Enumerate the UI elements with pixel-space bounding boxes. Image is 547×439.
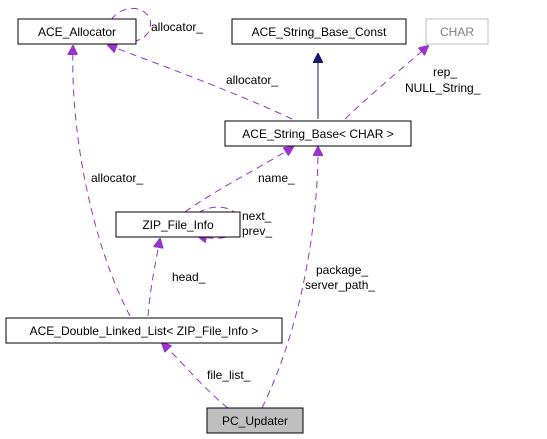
edge-stringbase-to-allocator — [108, 45, 293, 120]
node-pc-updater[interactable]: PC_Updater — [206, 407, 304, 434]
label-package: package_ — [316, 263, 368, 277]
label-rep: rep_ — [433, 65, 457, 79]
node-pc-updater-label: PC_Updater — [222, 414, 288, 428]
node-ace-allocator[interactable]: ACE_Allocator — [17, 18, 137, 45]
node-ace-double-linked-list[interactable]: ACE_Double_Linked_List< ZIP_File_Info > — [5, 317, 283, 344]
node-ace-string-base[interactable]: ACE_String_Base< CHAR > — [224, 120, 412, 147]
node-char-label: CHAR — [440, 25, 474, 39]
label-allocator-from-list: allocator_ — [91, 171, 143, 185]
label-prev: prev_ — [242, 224, 272, 238]
label-name: name_ — [258, 171, 295, 185]
node-ace-string-base-label: ACE_String_Base< CHAR > — [242, 127, 393, 141]
node-ace-double-linked-list-label: ACE_Double_Linked_List< ZIP_File_Info > — [30, 324, 259, 338]
label-allocator-self: allocator_ — [151, 20, 203, 34]
node-ace-allocator-label: ACE_Allocator — [38, 25, 116, 39]
label-server-path: server_path_ — [305, 278, 375, 292]
edge-pcupdater-to-stringbase — [261, 147, 318, 409]
node-zip-file-info-label: ZIP_File_Info — [142, 218, 214, 232]
node-zip-file-info[interactable]: ZIP_File_Info — [115, 211, 241, 238]
label-head: head_ — [172, 270, 206, 284]
label-file-list: file_list_ — [207, 368, 251, 382]
label-null-string: NULL_String_ — [405, 81, 481, 95]
node-ace-string-base-const[interactable]: ACE_String_Base_Const — [231, 18, 407, 45]
edge-zipinfo-to-stringbase — [184, 147, 293, 213]
node-char[interactable]: CHAR — [425, 18, 489, 45]
node-ace-string-base-const-label: ACE_String_Base_Const — [252, 25, 387, 39]
edge-list-to-allocator — [73, 46, 131, 317]
label-next: next_ — [242, 209, 272, 223]
label-allocator-from-string-base: allocator_ — [226, 73, 278, 87]
edge-list-to-zipinfo — [147, 239, 160, 317]
edge-stringbase-to-char — [344, 46, 428, 120]
